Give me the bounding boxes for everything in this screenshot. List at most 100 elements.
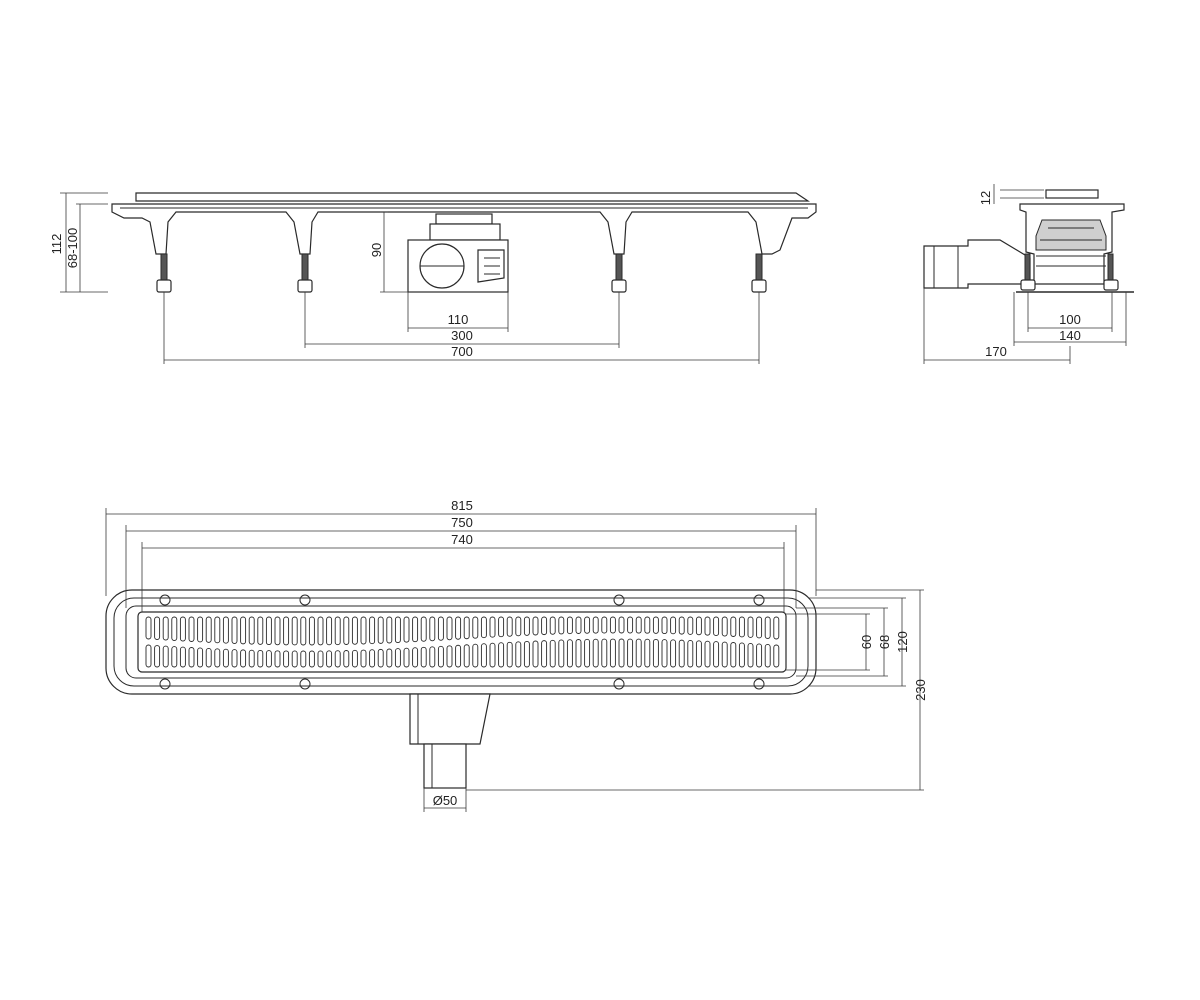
dim-plan-pipe: Ø50	[433, 793, 458, 808]
grate-slot	[334, 616, 341, 646]
grate-slot	[463, 644, 470, 668]
mount-hole	[613, 678, 625, 690]
grate-slot	[317, 650, 324, 668]
dim-plan-grate: 740	[451, 532, 473, 547]
grate-slot	[360, 649, 367, 668]
side-outlet-pipe	[923, 239, 1031, 289]
mount-hole	[159, 678, 171, 690]
mount-hole	[613, 594, 625, 606]
dim-front-mid-feet: 300	[451, 328, 473, 343]
grate-slot	[523, 640, 530, 668]
grate-slot	[738, 642, 745, 668]
grate-slot	[472, 643, 479, 668]
side-elevation: 12 100 140 170	[923, 184, 1134, 364]
grate-slot	[222, 648, 229, 668]
grate-slot	[377, 616, 384, 644]
grate-slot	[627, 616, 634, 634]
grate-slot	[635, 616, 642, 634]
grate-slot	[498, 642, 505, 668]
grate-slot	[764, 616, 771, 639]
grate-slot	[394, 616, 401, 644]
grate-slot	[618, 616, 625, 634]
dim-plan-w230: 230	[913, 679, 928, 701]
grate-slot	[248, 616, 255, 645]
grate-slot	[618, 638, 625, 668]
plan-outlet-pipe	[423, 743, 467, 789]
grate-slot	[661, 616, 668, 635]
grate-slot	[326, 616, 333, 646]
grate-slot	[197, 647, 204, 668]
grate-slot	[695, 616, 702, 636]
grate-slot	[713, 616, 720, 637]
grate-slot	[601, 616, 608, 634]
grate-slot	[412, 616, 419, 643]
grate-slot	[635, 638, 642, 668]
grate-slot	[179, 646, 186, 668]
grate-slot	[197, 616, 204, 643]
plan-body	[125, 605, 797, 679]
grate-slot	[351, 649, 358, 668]
mount-hole	[159, 594, 171, 606]
grate-slot	[274, 616, 281, 646]
grate-slot	[240, 616, 247, 645]
grate-slot	[343, 650, 350, 668]
dim-plan-w120: 120	[895, 631, 910, 653]
grate-slot	[429, 646, 436, 668]
dim-front-outlet-height: 90	[369, 243, 384, 257]
dim-plan-body: 750	[451, 515, 473, 530]
grate-slot	[214, 616, 221, 644]
grate-slot	[498, 616, 505, 638]
grate-slot	[455, 616, 462, 640]
dim-front-height: 112	[49, 234, 64, 255]
grate-slot	[265, 650, 272, 668]
grate-slot	[360, 616, 367, 645]
grate-slot	[627, 638, 634, 668]
grate-slot	[179, 616, 186, 642]
grate-slot	[326, 650, 333, 668]
grate-slot	[154, 616, 161, 640]
grate-slot	[704, 640, 711, 668]
grate-slot	[145, 616, 152, 640]
grate-slot	[721, 616, 728, 637]
grate-slot	[687, 640, 694, 668]
grate-slot	[162, 616, 169, 641]
grate-slot	[532, 616, 539, 636]
grate-slot	[308, 616, 315, 646]
grate-slot	[558, 639, 565, 668]
grate-slot	[489, 642, 496, 668]
grate-slot	[773, 644, 780, 668]
grate-slot	[214, 648, 221, 668]
grate-slot	[601, 638, 608, 668]
grate-slot	[162, 645, 169, 668]
mount-hole	[299, 594, 311, 606]
front-outlet	[407, 213, 509, 293]
grate-slot	[291, 650, 298, 668]
grate-slot	[549, 639, 556, 668]
grate-slot	[446, 645, 453, 668]
grate-slot	[584, 616, 591, 634]
grate-slot	[480, 616, 487, 639]
grate-slot	[386, 616, 393, 644]
grate-slot	[747, 616, 754, 638]
grate-slot	[764, 644, 771, 668]
grate-slot	[756, 616, 763, 639]
grate-slot	[549, 616, 556, 635]
dim-plan-w60: 60	[859, 635, 874, 649]
grate-slot	[523, 616, 530, 636]
grate-slot	[678, 639, 685, 668]
grate-slot	[506, 616, 513, 637]
grate-slot	[592, 616, 599, 634]
grate-slot	[687, 616, 694, 635]
grate-slot	[437, 616, 444, 641]
dim-front-outer-feet: 700	[451, 344, 473, 359]
plan-view: 815 750 740 60 68 120 230 Ø50	[105, 498, 928, 812]
grate-slot	[300, 650, 307, 668]
front-foot-4	[751, 253, 767, 293]
grate-slot	[738, 616, 745, 638]
grate-slot	[369, 649, 376, 668]
grate-slot	[265, 616, 272, 646]
grate-slot	[704, 616, 711, 636]
grate-slot	[609, 616, 616, 634]
grate-slot	[592, 638, 599, 668]
dim-front-outlet-width: 110	[448, 312, 469, 327]
